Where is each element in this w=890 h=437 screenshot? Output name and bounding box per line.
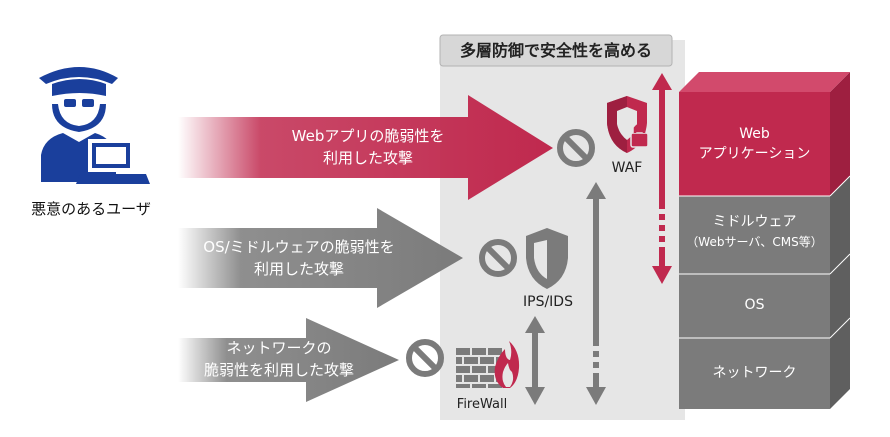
arrow-os-line2: 利用した攻撃 [253, 260, 344, 278]
stack-middleware-text: ミドルウェア （Webサーバ、CMS等） [679, 212, 830, 252]
stack-block-middleware [679, 196, 830, 274]
stack-web-line2: アプリケーション [698, 146, 811, 162]
firewall-range-arrow [525, 316, 545, 405]
arrow-os-attack-text: OS/ミドルウェアの脆弱性を 利用した攻撃 [192, 236, 406, 280]
arrow-web-attack [178, 95, 553, 200]
arrow-network-attack-text: ネットワークの 脆弱性を利用した攻撃 [186, 337, 372, 381]
title-box [439, 34, 673, 67]
block-sign-firewall-icon [406, 339, 444, 377]
stack-os-text: OS [744, 297, 765, 313]
ips-shield-icon [526, 228, 568, 289]
arrow-network-line2: 脆弱性を利用した攻撃 [203, 361, 354, 379]
stack-top [679, 72, 850, 92]
system-stack [679, 72, 851, 409]
block-sign-ips-icon [479, 239, 517, 277]
waf-shield-lock-icon [607, 96, 649, 153]
attacker-icon [39, 67, 150, 184]
waf-range-arrow [652, 73, 672, 284]
arrow-os-middleware-attack [178, 208, 463, 308]
arrow-web-line2: 利用した攻撃 [322, 149, 413, 167]
ips-ids-label: IPS/IDS [523, 294, 573, 310]
arrow-network-line1: ネットワークの [226, 339, 332, 357]
arrow-os-line1: OS/ミドルウェアの脆弱性を [203, 238, 395, 256]
arrow-web-line1: Webアプリの脆弱性を [291, 127, 445, 145]
ips-range-arrow [586, 182, 606, 405]
stack-middleware-line1: ミドルウェア [712, 214, 797, 230]
stack-middleware-line2: （Webサーバ、CMS等） [686, 235, 823, 249]
firewall-label: FireWall [456, 397, 508, 412]
stack-block-web [679, 92, 830, 196]
stack-side-os [830, 254, 850, 338]
attacker-label: 悪意のあるユーザ [31, 200, 151, 218]
stack-block-os [679, 274, 830, 338]
waf-label: WAF [611, 160, 643, 176]
block-sign-waf-icon [557, 129, 595, 167]
stack-side-network [830, 318, 850, 409]
stack-side-middleware [830, 176, 850, 274]
arrow-web-attack-text: Webアプリの脆弱性を 利用した攻撃 [268, 125, 468, 169]
arrow-network-attack [178, 318, 399, 402]
firewall-flame-core [502, 363, 514, 387]
stack-web-line1: Web [739, 126, 770, 142]
stack-block-network [679, 338, 830, 409]
stack-web-text: Web アプリケーション [679, 124, 830, 164]
stack-side-web [830, 72, 850, 196]
stack-network-text: ネットワーク [712, 365, 797, 381]
diagram-title: 多層防御で安全性を高める [459, 41, 652, 60]
